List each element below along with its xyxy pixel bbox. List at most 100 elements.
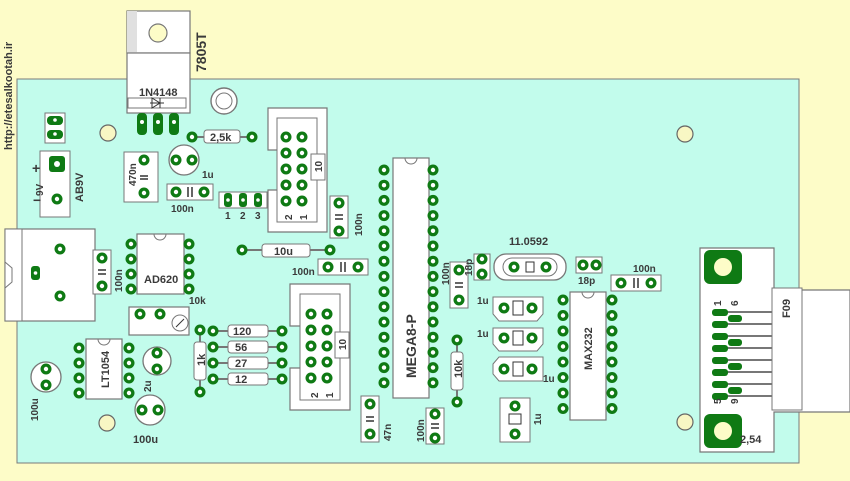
diode-label: 1N4148: [139, 87, 178, 99]
ic-pad: [557, 310, 569, 321]
cap-1u-c: 1u: [477, 327, 544, 352]
hdr-a-10: 10: [314, 160, 325, 172]
power-jack: [4, 228, 96, 322]
diode-1n4148: 1N4148: [127, 87, 187, 109]
cap-100n-c: 100n: [292, 258, 369, 278]
ic-pad: [557, 387, 569, 399]
ic-pad: [378, 286, 390, 298]
ic-pad: [427, 346, 439, 358]
db9-connector: F09 1 6 5 9 2,54: [699, 247, 850, 453]
cap-100n-g-label: 100n: [633, 264, 656, 275]
pitch-label: 2,54: [740, 434, 762, 446]
ic-pad: [378, 164, 390, 176]
ic-pad: [606, 403, 618, 414]
res-10u-label: 10u: [274, 246, 293, 258]
res-2k5-label: 2,5k: [210, 132, 232, 144]
cap-100n-a: 100n: [166, 183, 214, 215]
cap-18p-b: 18p: [575, 256, 603, 287]
battery-pads-top: [44, 112, 66, 144]
ic-pad: [378, 179, 390, 191]
cap-100u-a-label: 100u: [30, 398, 41, 421]
ic-pad: [427, 331, 439, 343]
ic-pad: [606, 341, 618, 352]
battery-plus: +: [32, 160, 40, 176]
ic-pad: [378, 270, 390, 282]
res-56-label: 56: [235, 342, 247, 354]
ic-pad: [557, 356, 569, 368]
ic-pad: [427, 270, 439, 282]
ic-pad: [427, 377, 439, 389]
hdr-b-10: 10: [338, 338, 349, 350]
db9-pin1: 1: [713, 300, 724, 306]
res-12-label: 12: [235, 374, 247, 386]
led-component: [210, 87, 238, 115]
header-a: 10 2 1: [267, 107, 328, 233]
cap-100n-g: 100n: [610, 264, 662, 292]
hdr-b-1: 1: [325, 392, 336, 398]
cap-100n-e: 100n: [416, 407, 445, 445]
cap-470n: 470n: [123, 151, 159, 203]
ic-pad: [378, 225, 390, 237]
cap-1u-b: 1u: [477, 296, 544, 322]
ic-lt1054-label: LT1054: [100, 350, 112, 388]
battery-label: AB9V: [74, 172, 86, 202]
ic-pad: [427, 164, 439, 176]
trimmer-10k: 10k: [128, 296, 206, 336]
hdr-b-2: 2: [310, 392, 321, 398]
cap-1u-e: 1u: [499, 397, 544, 443]
ic-pad: [427, 316, 439, 328]
res-10k-b-label: 10k: [453, 359, 465, 378]
cap-100n-b-label: 100n: [354, 213, 365, 236]
cap-100n-c-label: 100n: [292, 267, 315, 278]
ic-pad: [606, 294, 618, 306]
hdr-a-1: 1: [299, 214, 310, 220]
cap-1u-a-label: 1u: [202, 170, 214, 181]
ic-pad: [557, 325, 569, 337]
cap-470n-label: 470n: [128, 163, 139, 186]
ic-mega8-label: MEGA8-P: [403, 314, 419, 378]
ic-pad: [557, 403, 569, 414]
cap-1u-c-label: 1u: [477, 329, 489, 340]
battery-ab9v: + − 9V AB9V: [32, 150, 86, 218]
cap-1u-a: 1u: [168, 144, 214, 181]
cap-100u-a: 100u: [30, 361, 62, 421]
resistor-10k-b: 10k: [450, 334, 465, 408]
header-b: 10 2 1: [289, 283, 351, 411]
cap-47n-label: 47n: [383, 424, 394, 441]
ic-ad620: AD620: [125, 233, 195, 295]
regulator-label: 7805T: [193, 32, 209, 72]
db9-pin5: 5: [713, 398, 724, 404]
ic-pad: [378, 194, 390, 206]
ic-pad: [378, 346, 390, 358]
ic-pad: [427, 301, 439, 313]
cap-100n-e-label: 100n: [416, 419, 427, 442]
resistor-1k: 1k: [193, 324, 208, 398]
res-27-label: 27: [235, 358, 247, 370]
ic-pad: [427, 255, 439, 267]
crystal: 11.0592: [493, 236, 567, 281]
cap-1u-e-label: 1u: [533, 413, 544, 425]
ic-lt1054: LT1054: [73, 338, 135, 400]
resistor-2k5: 2,5k: [186, 129, 258, 144]
watermark-text: http://etesalkootah.ir: [3, 41, 15, 150]
crystal-label: 11.0592: [509, 236, 548, 248]
ic-pad: [378, 255, 390, 267]
cap-100u-b-label: 100u: [133, 434, 158, 446]
ic-pad: [427, 362, 439, 374]
cap-100n-h: 100n: [441, 262, 452, 285]
cap-18p-b-label: 18p: [578, 276, 595, 287]
cap-100n-f-small: [473, 253, 491, 281]
hdr-a-2: 2: [284, 214, 295, 220]
ic-pad: [378, 331, 390, 343]
jumper-pin1: 1: [225, 211, 231, 222]
mounting-holes: [98, 124, 694, 432]
ic-ad620-label: AD620: [144, 274, 178, 286]
ic-pad: [427, 179, 439, 191]
cap-18p-a-label: 18p: [464, 259, 475, 276]
ic-pad: [606, 310, 618, 321]
resistor-10u: 10u: [236, 243, 336, 258]
ic-max232: MAX232: [557, 291, 618, 421]
ic-pad: [378, 377, 390, 389]
ic-pad: [378, 362, 390, 374]
ic-pad: [378, 316, 390, 328]
